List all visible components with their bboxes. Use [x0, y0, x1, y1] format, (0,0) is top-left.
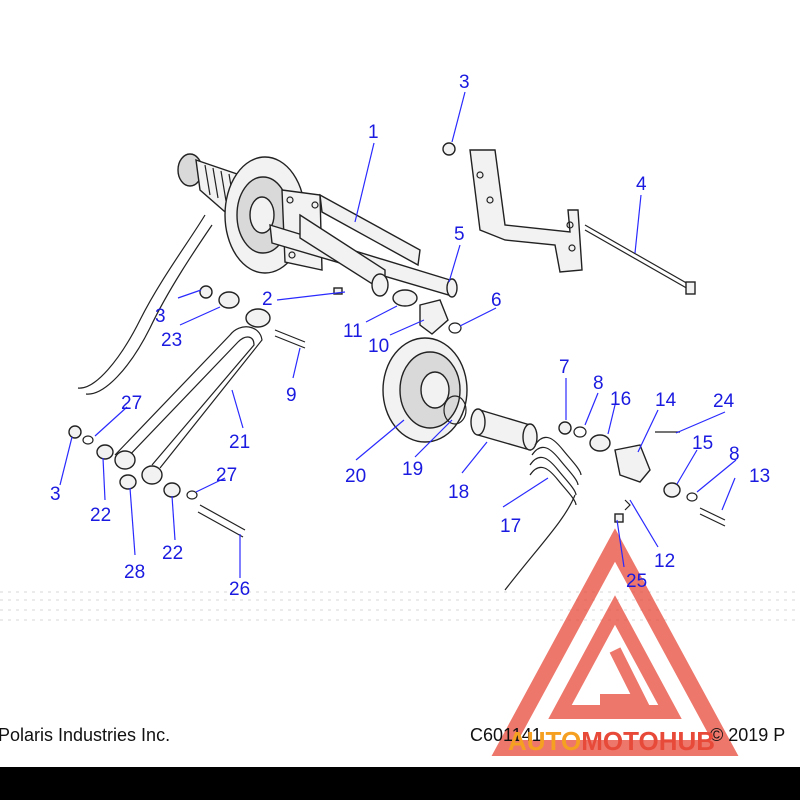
callout-15: 15 [692, 433, 713, 454]
watermark-logo [491, 528, 739, 756]
callout-numbers: 1 2 3 3 3 4 5 6 7 8 8 9 10 11 12 13 14 1… [50, 72, 770, 600]
copyright-year: © 2019 P [710, 725, 785, 745]
watermark-word-hub: HUB [659, 726, 715, 756]
callout-2: 2 [262, 289, 273, 310]
small-parts-right [558, 421, 726, 527]
watermark-text: AUTOMOTOHUB [508, 726, 715, 756]
callout-6: 6 [491, 290, 502, 311]
callout-25: 25 [626, 571, 647, 592]
part-20-wheel [382, 337, 468, 443]
callout-8: 8 [729, 444, 740, 465]
callout-5: 5 [454, 224, 465, 245]
callout-27: 27 [216, 465, 237, 486]
callout-28: 28 [124, 562, 145, 583]
part-21-link-assembly [68, 326, 263, 538]
callout-10: 10 [368, 336, 389, 357]
part-17-18-spring-tube [470, 408, 582, 591]
callout-1: 1 [368, 122, 379, 143]
callout-14: 14 [655, 390, 677, 411]
scan-noise [0, 591, 800, 621]
callout-19: 19 [402, 459, 423, 480]
watermark-word-auto: AUTO [508, 726, 581, 756]
callout-3: 3 [459, 72, 470, 93]
watermark-word-moto: MOTO [581, 726, 659, 756]
callout-22: 22 [162, 543, 183, 564]
bottom-bar [0, 767, 800, 800]
callout-3: 3 [155, 306, 166, 327]
callout-22: 22 [90, 505, 111, 526]
small-parts-upper [199, 142, 462, 349]
callout-8: 8 [593, 373, 604, 394]
part-4-bracket [469, 149, 696, 295]
callout-11: 11 [343, 321, 363, 342]
diagram-code: C601141 [470, 725, 542, 745]
leader-lines [59, 91, 737, 578]
callout-17: 17 [500, 516, 521, 537]
callout-4: 4 [636, 174, 647, 195]
callout-21: 21 [229, 432, 250, 453]
callout-9: 9 [286, 385, 297, 406]
callout-16: 16 [610, 389, 631, 410]
callout-13: 13 [749, 466, 770, 487]
copyright-owner: Polaris Industries Inc. [0, 725, 170, 745]
callout-3: 3 [50, 484, 61, 505]
callout-26: 26 [229, 579, 250, 600]
callout-7: 7 [559, 357, 570, 378]
callout-20: 20 [345, 466, 366, 487]
callout-23: 23 [161, 330, 182, 351]
callout-18: 18 [448, 482, 469, 503]
callout-27: 27 [121, 393, 142, 414]
callout-24: 24 [713, 391, 735, 412]
callout-12: 12 [654, 551, 675, 572]
part-1-shaft-assembly [77, 153, 458, 395]
